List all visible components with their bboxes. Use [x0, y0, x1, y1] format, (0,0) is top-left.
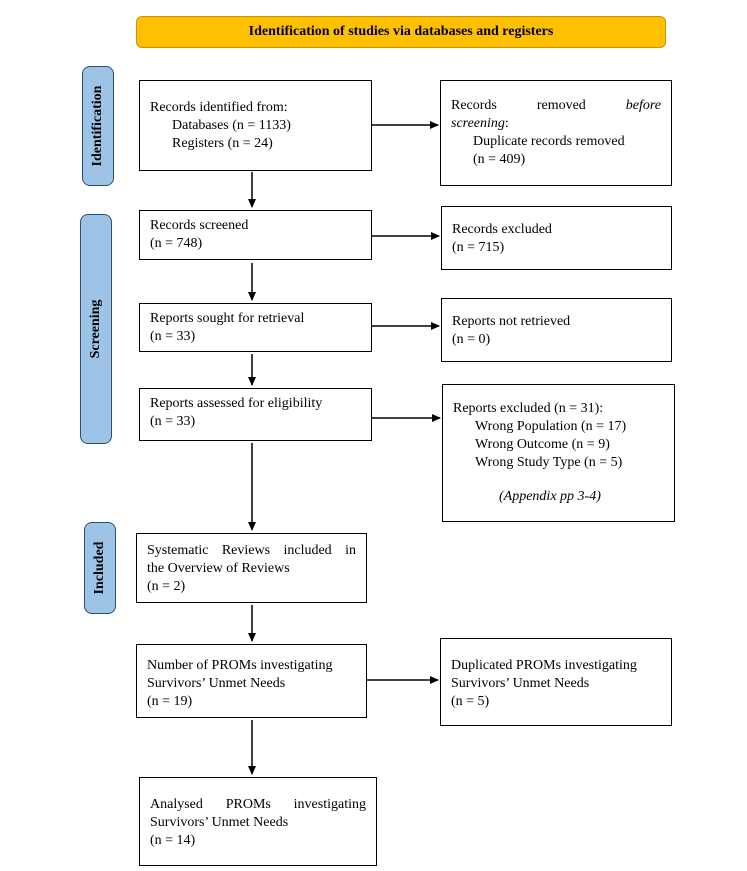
phase-screening: Screening	[80, 214, 112, 444]
duplicate-records-label: Duplicate records removed	[473, 134, 625, 149]
reports-excluded-title: Reports excluded (n = 31):	[453, 401, 604, 416]
reason-wrong-study-type: Wrong Study Type (n = 5)	[475, 455, 623, 470]
reports-sought-title: Reports sought for retrieval	[150, 311, 305, 326]
records-removed-colon: :	[504, 116, 509, 131]
records-removed-word-removed: removed	[536, 98, 586, 113]
reviews-word-2: Reviews	[221, 543, 271, 558]
records-removed-word-records: Records	[451, 98, 497, 113]
records-removed-word-before: before	[625, 98, 661, 113]
proms-line2: Survivors’ Unmet Needs	[147, 676, 286, 691]
records-screened-box: Records screened (n = 748)	[139, 210, 372, 260]
proms-count: (n = 19)	[147, 694, 193, 709]
records-screened-title: Records screened	[150, 218, 249, 233]
records-removed-line1: Records removed before	[451, 97, 661, 115]
records-removed-line2: screening:	[451, 115, 661, 133]
duplicated-proms-box: Duplicated PROMs investigating Survivors…	[440, 638, 672, 726]
analysed-line2: Survivors’ Unmet Needs	[150, 815, 289, 830]
header-title: Identification of studies via databases …	[248, 24, 554, 39]
analysed-proms-box: Analysed PROMs investigating Survivors’ …	[139, 777, 377, 866]
reviews-included-count: (n = 2)	[147, 579, 186, 594]
phase-identification: Identification	[82, 66, 114, 186]
duplicated-proms-line1: Duplicated PROMs investigating	[451, 658, 637, 673]
analysed-word-3: investigating	[293, 797, 366, 812]
reviews-included-line2: the Overview of Reviews	[147, 561, 290, 576]
reports-assessed-title: Reports assessed for eligibility	[150, 396, 323, 411]
reports-excluded-box: Reports excluded (n = 31): Wrong Populat…	[442, 384, 675, 522]
reviews-included-box: Systematic Reviews included in the Overv…	[136, 533, 367, 603]
reports-sought-box: Reports sought for retrieval (n = 33)	[139, 303, 372, 352]
analysed-line1: Analysed PROMs investigating	[150, 796, 366, 814]
reports-not-retrieved-count: (n = 0)	[452, 332, 491, 347]
proms-line1: Number of PROMs investigating	[147, 658, 333, 673]
analysed-count: (n = 14)	[150, 833, 196, 848]
reports-sought-count: (n = 33)	[150, 329, 196, 344]
records-screened-count: (n = 748)	[150, 236, 203, 251]
records-removed-box: Records removed before screening: Duplic…	[440, 80, 672, 186]
duplicate-records-count: (n = 409)	[473, 152, 526, 167]
reviews-included-line1: Systematic Reviews included in	[147, 542, 356, 560]
records-excluded-box: Records excluded (n = 715)	[441, 206, 672, 270]
proms-box: Number of PROMs investigating Survivors’…	[136, 644, 367, 718]
reports-not-retrieved-title: Reports not retrieved	[452, 314, 571, 329]
records-identified-heading: Records identified from:	[150, 100, 288, 115]
appendix-note: (Appendix pp 3-4)	[499, 489, 601, 504]
records-excluded-title: Records excluded	[452, 222, 552, 237]
header-banner: Identification of studies via databases …	[136, 16, 666, 48]
analysed-word-1: Analysed	[150, 797, 203, 812]
records-identified-box: Records identified from: Databases (n = …	[139, 80, 372, 171]
reports-not-retrieved-box: Reports not retrieved (n = 0)	[441, 298, 672, 362]
reviews-word-4: in	[345, 543, 356, 558]
records-removed-word-screening: screening	[451, 116, 505, 131]
records-excluded-count: (n = 715)	[452, 240, 505, 255]
reason-wrong-outcome: Wrong Outcome (n = 9)	[475, 437, 610, 452]
duplicated-proms-line2: Survivors’ Unmet Needs	[451, 676, 590, 691]
reviews-word-1: Systematic	[147, 543, 209, 558]
phase-included: Included	[84, 522, 116, 614]
reason-wrong-population: Wrong Population (n = 17)	[475, 419, 627, 434]
databases-count: Databases (n = 1133)	[172, 118, 291, 133]
reviews-word-3: included	[283, 543, 332, 558]
registers-count: Registers (n = 24)	[172, 136, 273, 151]
duplicated-proms-count: (n = 5)	[451, 694, 490, 709]
analysed-word-2: PROMs	[225, 797, 271, 812]
reports-assessed-count: (n = 33)	[150, 414, 196, 429]
reports-assessed-box: Reports assessed for eligibility (n = 33…	[139, 388, 372, 441]
